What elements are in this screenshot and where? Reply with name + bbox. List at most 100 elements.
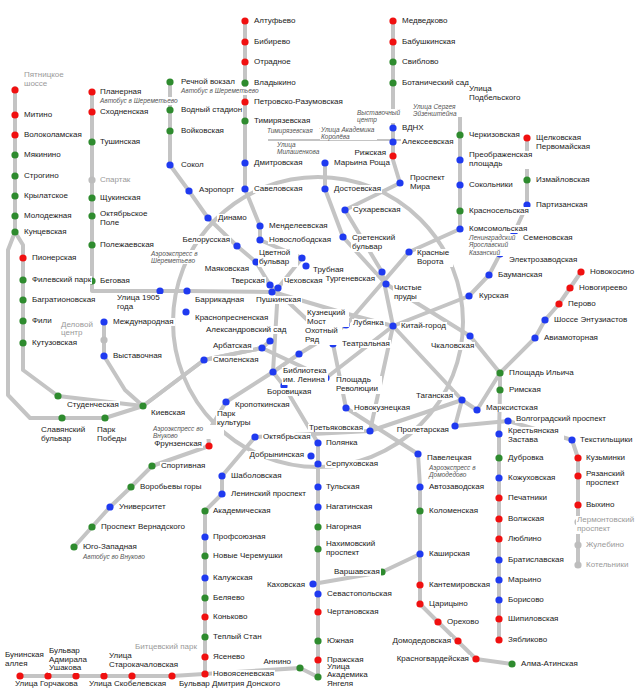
station-label: Крылатское (23, 192, 69, 201)
station-dot (314, 637, 321, 644)
station-label: Южная (326, 637, 355, 646)
station-dot (566, 284, 573, 291)
station-label: Пятницкое шоссе (23, 71, 67, 89)
station-label: Войковская (180, 127, 225, 136)
station-dot (268, 288, 275, 295)
metro-line (74, 112, 460, 547)
station-label: Пионерская (31, 254, 77, 263)
station-label: Юго-Западная (82, 543, 138, 552)
station-label: Жулебино (585, 541, 625, 550)
station-label: Тверская (230, 277, 266, 286)
station-dot (241, 58, 248, 65)
station-label: Автобус в Шереметьево (99, 97, 179, 104)
station-label: Полянка (325, 439, 359, 448)
station-dot (465, 292, 472, 299)
station-dot (456, 225, 463, 232)
station-label: Владыкино (253, 79, 297, 88)
station-label: Ленинский проспект (230, 490, 307, 499)
station-label: Водный стадион (180, 106, 243, 115)
station-label: Отрадное (253, 58, 292, 67)
station-dot (201, 670, 208, 677)
station-dot (389, 38, 396, 45)
station-dot (295, 350, 302, 357)
station-dot (88, 88, 95, 95)
station-label: Мякинино (23, 151, 62, 160)
station-dot (314, 439, 321, 446)
station-label: Коломенская (428, 507, 479, 516)
station-dot (127, 483, 134, 490)
station-dot (321, 185, 328, 192)
station-label: Курская (478, 292, 509, 301)
station-label: Преображенская площадь (468, 151, 536, 169)
station-label: Планерная (99, 88, 142, 97)
station-label: Профсоюзная (212, 533, 267, 542)
station-dot (19, 276, 26, 283)
station-dot (574, 501, 581, 508)
station-dot (70, 543, 77, 550)
station-dot (241, 159, 248, 166)
station-dot (100, 672, 107, 679)
station-dot (19, 339, 26, 346)
station-dot (11, 172, 18, 179)
station-label: ВДНХ (401, 124, 425, 133)
station-dot (568, 436, 575, 443)
station-label: Краснопресненская (194, 314, 269, 323)
station-label: Красносельская (468, 207, 530, 216)
station-dot (495, 515, 502, 522)
station-dot (485, 271, 492, 278)
station-label: Библиотека им. Ленина (282, 367, 328, 385)
station-label: Марьина Роща (333, 159, 391, 168)
station-dot (241, 17, 248, 24)
station-dot (19, 296, 26, 303)
station-label: Китай-город (400, 322, 447, 331)
station-label: Орехово (446, 618, 480, 627)
station-label: Шаболовская (230, 472, 282, 481)
station-label: Улица Академика Янгеля (326, 663, 383, 689)
station-label: Речной вокзал (180, 78, 236, 87)
station-label: Третьяковская (308, 424, 364, 433)
station-label: Петровско-Разумовская (253, 98, 344, 107)
station-dot (101, 414, 108, 421)
station-label: Новоясеневская (212, 670, 275, 679)
station-label: Кожуховская (507, 474, 556, 483)
station-dot (168, 672, 175, 679)
station-label: Академическая (212, 507, 272, 516)
station-label: Октябрьская (262, 433, 311, 442)
station-label: Улица Сергея Эйзенштейна (412, 103, 484, 117)
station-dot (574, 541, 581, 548)
station-dot (11, 151, 18, 158)
station-dot (577, 268, 584, 275)
station-label: Чистые пруды (393, 284, 425, 302)
station-dot (314, 590, 321, 597)
station-dot (416, 581, 423, 588)
station-label: Рижская (353, 149, 387, 158)
station-dot (508, 660, 515, 667)
station-label: Площадь Революции (335, 376, 382, 394)
station-dot (382, 280, 389, 287)
station-dot (88, 241, 95, 248)
station-dot (201, 533, 208, 540)
station-dot (166, 161, 173, 168)
station-dot (555, 300, 562, 307)
station-dot (200, 356, 207, 363)
station-dot (456, 131, 463, 138)
station-dot (574, 472, 581, 479)
station-dot (296, 664, 303, 671)
station-dot (454, 637, 461, 644)
station-dot (54, 392, 61, 399)
station-label: Бунинская аллея (4, 651, 48, 669)
station-dot (495, 474, 502, 481)
station-dot (341, 206, 348, 213)
station-label: Студенческая (66, 401, 120, 410)
station-dot (274, 284, 281, 291)
station-dot (88, 138, 95, 145)
station-dot (416, 600, 423, 607)
station-label: Битцевский парк (134, 643, 198, 652)
station-label: Римская (508, 386, 542, 395)
station-label: Серпуховская (325, 460, 379, 469)
station-label: Новогиреево (578, 284, 628, 293)
station-dot (106, 503, 113, 510)
station-label: Первомайская (535, 143, 591, 152)
station-dot (183, 287, 190, 294)
station-dot (339, 233, 346, 240)
